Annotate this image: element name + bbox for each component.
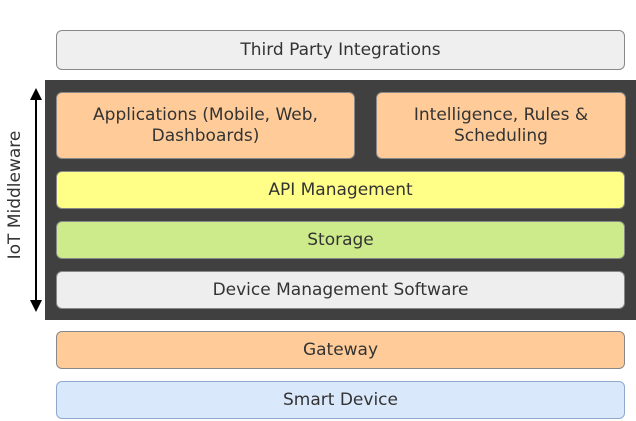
double-arrow-icon	[30, 88, 42, 312]
gateway-layer: Gateway	[56, 331, 625, 369]
smart-device-label: Smart Device	[283, 389, 398, 410]
iot-middleware-label: IoT Middleware	[5, 130, 25, 260]
gateway-label: Gateway	[302, 339, 379, 360]
applications-label: Applications (Mobile, Web, Dashboards)	[93, 104, 318, 146]
api-management-label: API Management	[268, 179, 413, 200]
third-party-integrations-label: Third Party Integrations	[240, 39, 441, 60]
storage-layer: Storage	[56, 221, 625, 259]
api-management-layer: API Management	[56, 171, 625, 209]
intelligence-rules-scheduling-label: Intelligence, Rules & Scheduling	[413, 104, 589, 146]
device-management-software-layer: Device Management Software	[56, 271, 625, 309]
intelligence-rules-scheduling-layer: Intelligence, Rules & Scheduling	[376, 92, 626, 159]
storage-label: Storage	[307, 229, 374, 250]
third-party-integrations-layer: Third Party Integrations	[56, 30, 625, 70]
device-management-software-label: Device Management Software	[212, 279, 469, 300]
applications-layer: Applications (Mobile, Web, Dashboards)	[56, 92, 355, 159]
smart-device-layer: Smart Device	[56, 381, 625, 419]
